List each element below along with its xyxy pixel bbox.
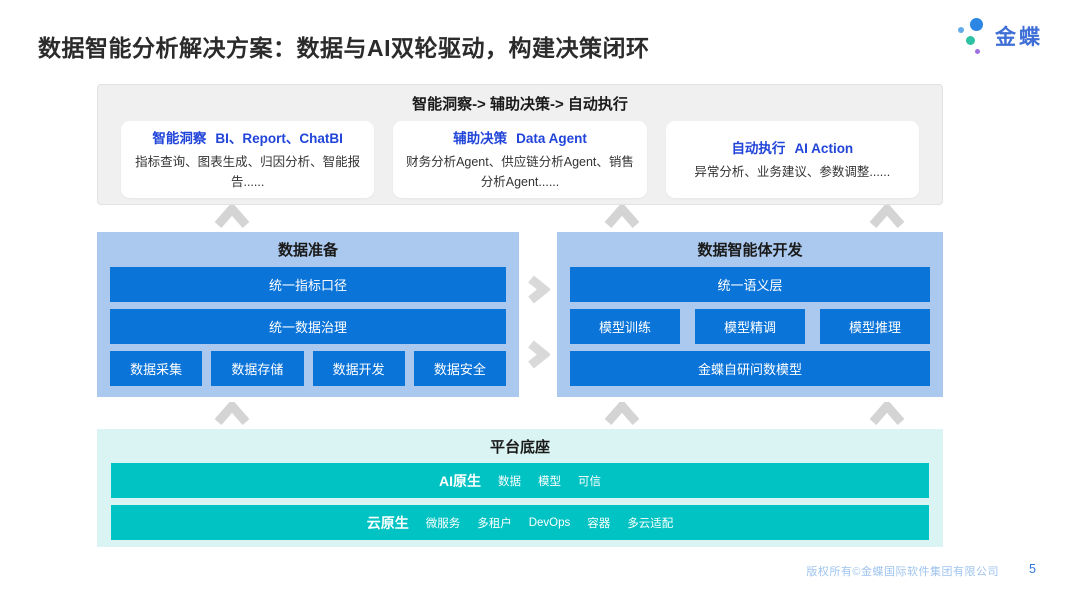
panel-header: 平台底座 xyxy=(489,439,550,456)
card-desc: 异常分析、业务建议、参数调整...... xyxy=(694,164,891,179)
bar-item: 模型 xyxy=(538,475,561,488)
kingdee-logo-icon xyxy=(957,16,991,56)
card-title-label: 辅助决策 xyxy=(453,131,508,147)
bar-data-collection: 数据采集 xyxy=(110,351,203,386)
chevron-right-icon xyxy=(528,340,550,369)
bar-row: 模型训练 模型精调 模型推理 xyxy=(570,309,930,344)
card-title-suffix: BI、Report、ChatBI xyxy=(215,131,343,147)
bar-item: 多租户 xyxy=(477,517,512,530)
bar-data-development: 数据开发 xyxy=(312,351,405,386)
card-intelligent-insight: 智能洞察 BI、Report、ChatBI 指标查询、图表生成、归因分析、智能报告… xyxy=(121,121,375,198)
platform-base-panel: 平台底座 AI原生 数据 模型 可信 云原生 微服务 多租户 DevOps 容器… xyxy=(97,429,943,547)
logo-dot-small-blue xyxy=(958,27,964,33)
card-title-suffix: Data Agent xyxy=(516,131,587,147)
bar-unified-governance: 统一数据治理 xyxy=(110,309,506,344)
chevron-up-icon xyxy=(604,402,640,425)
panel-header: 数据智能体开发 xyxy=(697,242,803,259)
logo-dot-teal xyxy=(966,36,975,45)
bar-item: 数据 xyxy=(498,475,521,488)
data-agent-dev-panel: 数据智能体开发 统一语义层 模型训练 模型精调 模型推理 金蝶自研问数模型 xyxy=(557,232,943,397)
bar-item: 多云适配 xyxy=(627,517,674,530)
application-flow-panel: 智能洞察-> 辅助决策-> 自动执行 智能洞察 BI、Report、ChatBI … xyxy=(97,84,943,205)
panel-body: 统一指标口径 统一数据治理 数据采集 数据存储 数据开发 数据安全 xyxy=(110,267,506,393)
logo-dot-big-blue xyxy=(970,18,983,31)
bar-item: 容器 xyxy=(587,517,611,530)
bar-model-training: 模型训练 xyxy=(570,309,680,344)
bar-data-security: 数据安全 xyxy=(413,351,506,386)
footer-copyright: 版权所有©金蝶国际软件集团有限公司 xyxy=(806,566,999,578)
application-cards: 智能洞察 BI、Report、ChatBI 指标查询、图表生成、归因分析、智能报告… xyxy=(121,121,919,198)
page-number: 5 xyxy=(1029,562,1036,576)
bar-kingdee-model: 金蝶自研问数模型 xyxy=(570,351,930,386)
kingdee-logo: 金蝶 xyxy=(957,16,1043,56)
chevron-up-icon xyxy=(214,402,250,425)
chevron-up-icon xyxy=(869,402,905,425)
chevron-up-icon xyxy=(869,205,905,228)
bar-item: 微服务 xyxy=(425,517,461,530)
bar-cloud-native: 云原生 微服务 多租户 DevOps 容器 多云适配 xyxy=(111,505,929,540)
kingdee-logo-text: 金蝶 xyxy=(995,26,1043,49)
bar-model-inference: 模型推理 xyxy=(820,309,930,344)
bar-label: 云原生 xyxy=(366,514,409,531)
bar-ai-native: AI原生 数据 模型 可信 xyxy=(111,463,929,498)
bar-label: AI原生 xyxy=(439,472,481,489)
card-title: 智能洞察 BI、Report、ChatBI xyxy=(152,127,343,147)
card-title-label: 自动执行 xyxy=(731,140,786,156)
data-preparation-panel: 数据准备 统一指标口径 统一数据治理 数据采集 数据存储 数据开发 数据安全 xyxy=(97,232,519,397)
card-assisted-decision: 辅助决策 Data Agent 财务分析Agent、供应链分析Agent、销售分析… xyxy=(393,121,647,198)
logo-dot-purple xyxy=(975,49,980,54)
panel-body: 统一语义层 模型训练 模型精调 模型推理 金蝶自研问数模型 xyxy=(570,267,930,393)
panel-header: 数据准备 xyxy=(277,242,338,259)
chevron-up-icon xyxy=(214,205,250,228)
card-title-label: 智能洞察 xyxy=(152,131,207,147)
page-title: 数据智能分析解决方案：数据与AI双轮驱动，构建决策闭环 xyxy=(38,35,650,61)
bar-model-finetuning: 模型精调 xyxy=(695,309,805,344)
card-title-suffix: AI Action xyxy=(794,140,854,156)
bar-item: 可信 xyxy=(578,475,601,488)
panel-body: AI原生 数据 模型 可信 云原生 微服务 多租户 DevOps 容器 多云适配 xyxy=(111,463,929,547)
chevron-right-icon xyxy=(528,275,550,304)
flow-header: 智能洞察-> 辅助决策-> 自动执行 xyxy=(412,96,628,113)
chevron-up-icon xyxy=(604,205,640,228)
bar-unified-metric: 统一指标口径 xyxy=(110,267,506,302)
bar-data-storage: 数据存储 xyxy=(211,351,304,386)
card-desc: 财务分析Agent、供应链分析Agent、销售分析Agent...... xyxy=(406,155,634,189)
card-auto-execution: 自动执行 AI Action 异常分析、业务建议、参数调整...... xyxy=(665,121,919,198)
card-desc: 指标查询、图表生成、归因分析、智能报告...... xyxy=(135,155,361,189)
bar-item: DevOps xyxy=(528,516,571,529)
bar-row: 数据采集 数据存储 数据开发 数据安全 xyxy=(110,351,506,386)
card-title: 辅助决策 Data Agent xyxy=(453,127,587,147)
card-title: 自动执行 AI Action xyxy=(731,137,853,157)
bar-unified-semantic-layer: 统一语义层 xyxy=(570,267,930,302)
